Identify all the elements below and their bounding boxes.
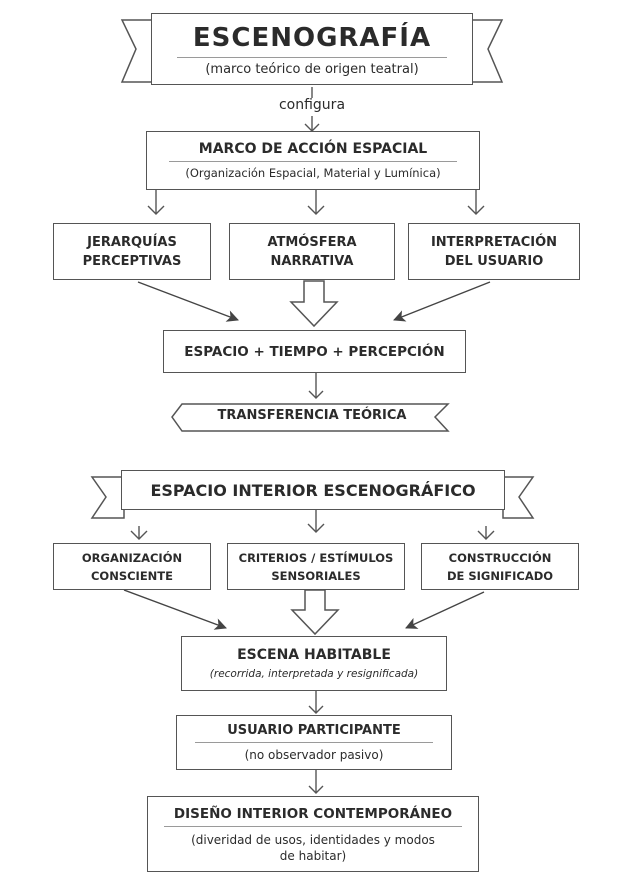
scene-subtitle: (recorrida, interpretada y resignificada… bbox=[209, 668, 419, 680]
hollow-arrow-criterios bbox=[290, 589, 340, 636]
hollow-arrow-atmosfera bbox=[289, 280, 339, 328]
interior-title: ESPACIO INTERIOR ESCENOGRÁFICO bbox=[150, 480, 476, 500]
arrow-synthesis-to-transfer bbox=[308, 373, 324, 399]
design-subtitle-line1: (diveridad de usos, identidades y modos bbox=[191, 832, 435, 847]
scene-title: ESCENA HABITABLE bbox=[237, 647, 391, 663]
title-subtitle: (marco teórico de origen teatral) bbox=[205, 62, 419, 77]
title-ribbon-left bbox=[120, 19, 155, 83]
atmosfera-line1: ATMÓSFERA bbox=[267, 234, 357, 250]
organizacion-line1: ORGANIZACIÓN bbox=[81, 550, 183, 565]
title-text: ESCENOGRAFÍA bbox=[176, 21, 448, 58]
organizacion-line2: CONSCIENTE bbox=[90, 568, 174, 583]
synthesis-text: ESPACIO + TIEMPO + PERCEPCIÓN bbox=[184, 343, 445, 360]
user-box: USUARIO PARTICIPANTE (no observador pasi… bbox=[176, 715, 452, 770]
box-jerarquias: JERARQUÍAS PERCEPTIVAS bbox=[53, 223, 211, 280]
criterios-line2: SENSORIALES bbox=[271, 568, 361, 583]
interpretacion-line1: INTERPRETACIÓN bbox=[430, 234, 558, 250]
scene-box: ESCENA HABITABLE (recorrida, interpretad… bbox=[181, 636, 447, 691]
interior-ribbon-left bbox=[90, 476, 125, 519]
synthesis-box: ESPACIO + TIEMPO + PERCEPCIÓN bbox=[163, 330, 466, 373]
box-organizacion: ORGANIZACIÓN CONSCIENTE bbox=[53, 543, 211, 590]
title-ribbon-right bbox=[469, 19, 504, 83]
frame-box: MARCO DE ACCIÓN ESPACIAL (Organización E… bbox=[146, 131, 480, 190]
arrows-frame-to-row1 bbox=[147, 190, 485, 215]
frame-title: MARCO DE ACCIÓN ESPACIAL bbox=[168, 141, 458, 162]
arrows-interior-to-row2 bbox=[130, 508, 495, 540]
design-title: DISEÑO INTERIOR CONTEMPORÁNEO bbox=[163, 806, 463, 827]
criterios-line1: CRITERIOS / ESTÍMULOS bbox=[238, 550, 394, 565]
frame-subtitle: (Organización Espacial, Material y Lumín… bbox=[185, 166, 441, 180]
arrow-construccion-to-scene bbox=[405, 591, 485, 629]
arrow-organizacion-to-scene bbox=[123, 589, 227, 630]
jerarquias-line1: JERARQUÍAS bbox=[87, 234, 177, 250]
interior-ribbon-right bbox=[502, 476, 535, 519]
construccion-line1: CONSTRUCCIÓN bbox=[448, 550, 552, 565]
design-box: DISEÑO INTERIOR CONTEMPORÁNEO (diveridad… bbox=[147, 796, 479, 872]
box-construccion: CONSTRUCCIÓN DE SIGNIFICADO bbox=[421, 543, 579, 590]
box-atmosfera: ATMÓSFERA NARRATIVA bbox=[229, 223, 395, 280]
connector-label: configura bbox=[278, 97, 346, 113]
design-subtitle-line2: de habitar) bbox=[279, 848, 347, 863]
user-title: USUARIO PARTICIPANTE bbox=[195, 723, 433, 743]
atmosfera-line2: NARRATIVA bbox=[270, 253, 354, 269]
interior-box: ESPACIO INTERIOR ESCENOGRÁFICO bbox=[121, 470, 505, 510]
construccion-line2: DE SIGNIFICADO bbox=[446, 568, 554, 583]
jerarquias-line2: PERCEPTIVAS bbox=[82, 253, 182, 269]
arrow-jerarquias-to-synthesis bbox=[137, 281, 239, 322]
arrow-interpretacion-to-synthesis bbox=[393, 281, 491, 322]
interpretacion-line2: DEL USUARIO bbox=[444, 253, 544, 269]
user-subtitle: (no observador pasivo) bbox=[244, 748, 384, 762]
title-box: ESCENOGRAFÍA (marco teórico de origen te… bbox=[151, 13, 473, 85]
transfer-text: TRANSFERENCIA TEÓRICA bbox=[217, 408, 407, 423]
box-criterios: CRITERIOS / ESTÍMULOS SENSORIALES bbox=[227, 543, 405, 590]
box-interpretacion: INTERPRETACIÓN DEL USUARIO bbox=[408, 223, 580, 280]
